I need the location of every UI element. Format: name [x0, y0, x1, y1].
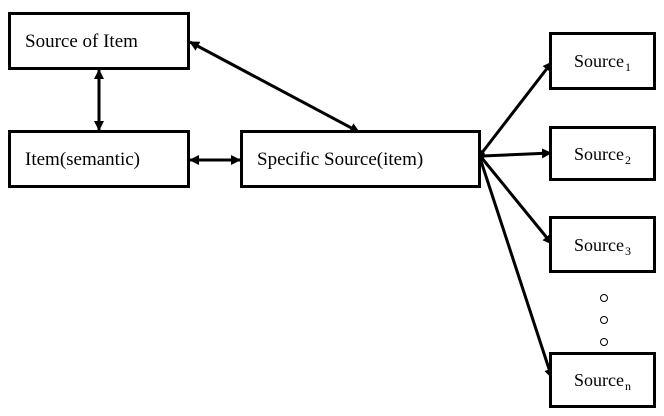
node-source-n-label: Source — [574, 370, 624, 390]
node-specific-source: Specific Source(item) — [240, 130, 481, 188]
more-sources-ellipsis — [598, 292, 610, 352]
ellipsis-dot — [600, 338, 608, 346]
edge-source-of-item-to-specific-source — [189, 40, 360, 134]
edge-specific-source-to-source-2 — [481, 148, 552, 159]
node-specific-source-label: Specific Source(item) — [257, 148, 424, 170]
ellipsis-dot — [600, 294, 608, 302]
edge-specific-source-to-source-n — [478, 157, 554, 379]
node-source-1-subscript: 1 — [624, 60, 631, 74]
node-source-n-subscript: n — [624, 379, 631, 393]
node-item-semantic-label: Item(semantic) — [25, 148, 141, 170]
ellipsis-dot — [600, 316, 608, 324]
node-source-3-label: Source — [574, 234, 624, 255]
node-source-of-item: Source of Item — [8, 12, 190, 70]
node-source-of-item-label: Source of Item — [25, 30, 138, 52]
node-source-2-label: Source — [574, 143, 624, 164]
node-source-1-label: Source — [574, 51, 624, 71]
edge-specific-source-to-source-3 — [479, 156, 554, 245]
node-item-semantic: Item(semantic) — [8, 130, 190, 188]
node-source-3-subscript: 3 — [624, 243, 631, 258]
edge-specific-source-to-source-1 — [479, 61, 554, 155]
node-source-2-subscript: 2 — [624, 152, 631, 167]
